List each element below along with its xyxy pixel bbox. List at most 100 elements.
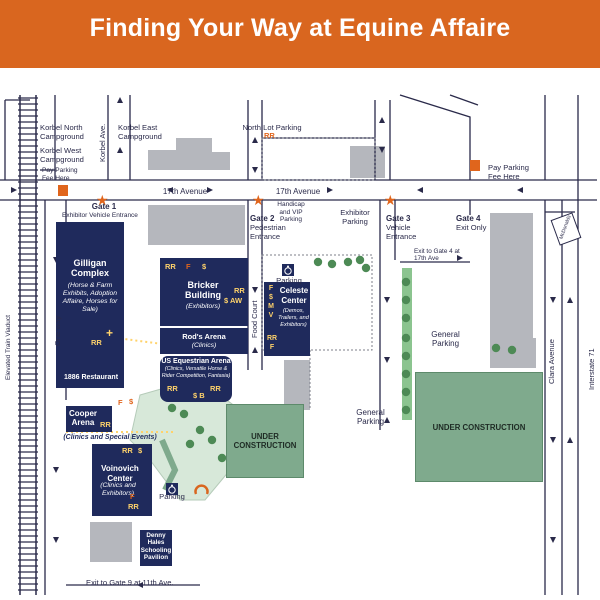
elevated-train-label: Elevated Train Viaduct [5,315,12,380]
under-construction-area-1: UNDER CONSTRUCTION [226,404,304,478]
cooper-dollar: $ [129,397,134,406]
tree-icon [507,345,517,355]
interstate71-label: Interstate 71 [587,348,596,390]
korbel-east-label: Korbel East Campground [118,123,162,141]
korbel-ave-label: Korbel Ave. [98,123,107,162]
arrow-icon [137,582,143,588]
arrow-icon [567,297,573,303]
parking-label-1: Parking [276,276,302,285]
wheelchair-icon [282,264,294,276]
arrow-icon [550,297,556,303]
tree-icon [207,435,217,445]
cooper-sub: (Clinics and Special Events) [63,434,157,441]
tree-icon [167,403,177,413]
under-construction-area-2: UNDER CONSTRUCTION [415,372,543,482]
handicap-vip-label: Handicap and VIP Parking [277,201,305,223]
arrow-icon [550,537,556,543]
tree-icon [313,257,323,267]
pay-booth [470,160,480,171]
exit-only-label: Exit Only [456,223,487,232]
vehicle-entrance-label: Vehicle Entrance [386,223,417,241]
pay-parking-right-label: Pay Parking Fee Here [488,163,529,181]
tree-icon [401,313,411,323]
arrow-icon [252,287,258,293]
tree-icon [195,425,205,435]
green-path [402,268,412,420]
parking-label-2: Parking [159,492,185,501]
gate1-label: Gate 1 [91,202,117,211]
arrow-icon [379,117,385,123]
arrow-icon [379,147,385,153]
gilligan-complex[interactable]: Gilligan Complex (Horse & Farm Exhibits,… [56,222,124,388]
arrow-icon [417,187,423,193]
tree-icon [343,257,353,267]
page-title: Finding Your Way at Equine Affaire [89,14,511,42]
general-parking-mid-label: General Parking [356,408,385,426]
arrow-icon [384,357,390,363]
arrow-icon [167,187,173,193]
arrow-icon [252,137,258,143]
cooper-arena[interactable]: Cooper Arena RR [66,406,112,432]
one-way-label: One-way [53,315,62,346]
railroad-track [18,95,38,595]
arrow-icon [207,187,213,193]
wheelchair-icon [166,483,178,495]
arrow-icon [457,255,463,261]
exit-gate9-label: Exit to Gate 9 at 11th Ave. [86,578,174,587]
tree-icon [401,369,411,379]
arrow-icon [384,417,390,423]
title-banner: Finding Your Way at Equine Affaire [0,0,600,68]
food-court-label: Food Court [250,300,259,338]
ave17-right-label: 17th Avenue [275,187,321,196]
pay-booth [58,185,68,196]
pedestrian-entrance-label: Pedestrian Entrance [250,223,286,241]
korbel-north-label: Korbel North Campground [40,123,84,141]
horseshoe-icon [194,484,209,495]
north-lot-rr: RR [264,131,275,140]
cooper-f: F [118,398,123,407]
gate2-label: Gate 2 [250,214,275,223]
voinovich-center[interactable]: RR $ Voinovich Center (Clinics and Exhib… [92,444,152,516]
gate3-label: Gate 3 [386,214,411,223]
denny-hales-pavilion[interactable]: Denny Hales Schooling Pavilion [140,530,172,566]
ave17-left-label: 17th Avenue [162,187,208,196]
tree-icon [401,405,411,415]
arrow-icon [517,187,523,193]
tree-icon [327,259,337,269]
tree-icon [401,387,411,397]
exhibitor-vehicle-entrance-label: Exhibitor Vehicle Entrance [62,212,138,219]
arrow-icon [327,187,333,193]
gate4-label: Gate 4 [456,214,481,223]
tree-icon [401,277,411,287]
bricker-building[interactable]: RR F $ Bricker Building (Exhibitors) RR … [160,258,248,326]
north-lot-label: North Lot Parking [242,123,302,132]
tree-icon [217,453,227,463]
arrow-icon [252,167,258,173]
arrow-icon [53,467,59,473]
arrow-icon [384,297,390,303]
arrow-icon [117,97,123,103]
arrow-icon [53,537,59,543]
celeste-center[interactable]: F $ M V Celeste Center (Demos, Trailers,… [264,282,310,356]
rods-arena[interactable]: Rod's Arena (Clinics) [160,328,248,354]
pay-parking-left-label: Pay Parking Fee Here [42,167,78,182]
tree-icon [355,255,365,265]
clara-ave-label: Clara Avenue [547,339,556,384]
us-equestrian-arena[interactable]: US Equestrian Arena (Clinics, Versatile … [160,356,232,402]
general-parking-right-label: General Parking [431,330,460,348]
arrow-icon [117,147,123,153]
tree-icon [491,343,501,353]
gate1-star-icon: ★ [96,192,109,208]
arrow-icon [567,437,573,443]
tree-icon [185,439,195,449]
gate3-star-icon: ★ [384,192,397,208]
arrow-icon [252,347,258,353]
exit-gate4-label: Exit to Gate 4 at 17th Ave [414,248,460,263]
exhibitor-parking-label: Exhibitor Parking [340,208,370,226]
arrow-icon [11,187,17,193]
arrow-icon [550,437,556,443]
gate2-star-icon: ★ [252,192,265,208]
tree-icon [361,263,371,273]
tree-icon [179,409,189,419]
tree-icon [401,295,411,305]
